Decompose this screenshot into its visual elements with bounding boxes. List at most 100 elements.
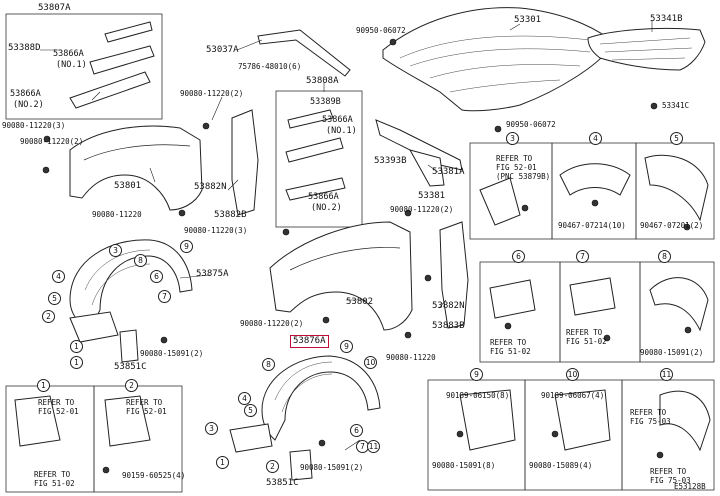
part-label-53875a[interactable]: 53875A — [196, 269, 229, 279]
callout-5-a[interactable]: 5 — [48, 292, 61, 305]
refer-note-51-02-a[interactable]: REFER TO FIG 51-02 — [490, 338, 531, 356]
callout-2-c[interactable]: 2 — [266, 460, 279, 473]
callout-5-b[interactable]: 5 — [244, 404, 257, 417]
part-label-53866a-r2[interactable]: 53866A — [308, 192, 339, 202]
part-label-90080-11220-2-mid[interactable]: 90080-11220(2) — [180, 89, 244, 98]
callout-7-detail[interactable]: 7 — [576, 250, 589, 263]
part-label-90080-15091-2-b[interactable]: 90080-15091(2) — [300, 463, 364, 472]
part-label-53341c[interactable]: 53341C — [662, 101, 690, 110]
part-label-53381a[interactable]: 53381A — [432, 167, 465, 177]
callout-3-a[interactable]: 3 — [109, 244, 122, 257]
part-label-90950-06072-a[interactable]: 90950-06072 — [356, 26, 406, 35]
part-label-53037a[interactable]: 53037A — [206, 45, 239, 55]
part-label-53341b[interactable]: 53341B — [650, 14, 683, 24]
part-label-53807a[interactable]: 53807A — [38, 3, 71, 13]
part-label-75786-48010[interactable]: 75786-48010(6) — [238, 62, 302, 71]
callout-10-detail[interactable]: 10 — [566, 368, 579, 381]
callout-6-b[interactable]: 6 — [350, 424, 363, 437]
part-label-53393b[interactable]: 53393B — [374, 156, 407, 166]
refer-note-75-03-b[interactable]: REFER TO FIG 75-03 — [650, 467, 691, 485]
part-label-53882n-a[interactable]: 53882N — [194, 182, 227, 192]
callout-3-detail[interactable]: 3 — [506, 132, 519, 145]
callout-1-b[interactable]: 1 — [70, 356, 83, 369]
rear-liner-shape — [261, 355, 381, 441]
part-label-53866a-r1[interactable]: 53866A — [322, 115, 353, 125]
part-label-53381[interactable]: 53381 — [418, 191, 446, 201]
part-label-90080-11220-3-mid[interactable]: 90080-11220(3) — [184, 226, 248, 235]
part-label-90189-06067[interactable]: 90189-06067(4) — [541, 391, 605, 400]
callout-9-detail[interactable]: 9 — [470, 368, 483, 381]
callout-6-detail[interactable]: 6 — [512, 250, 525, 263]
part-label-53801[interactable]: 53801 — [114, 181, 142, 191]
part-label-90189-06150[interactable]: 90189-06150(8) — [446, 391, 510, 400]
box-detail-2 — [93, 385, 183, 493]
part-label-no1-r: (NO.1) — [326, 126, 357, 136]
callout-4-detail[interactable]: 4 — [589, 132, 602, 145]
callout-2-detail[interactable]: 2 — [125, 379, 138, 392]
part-label-90080-11220-2-low[interactable]: 90080-11220(2) — [240, 319, 304, 328]
refer-note-51-02-b[interactable]: REFER TO FIG 51-02 — [566, 328, 607, 346]
callout-9-b[interactable]: 9 — [340, 340, 353, 353]
callout-10-b[interactable]: 10 — [364, 356, 377, 369]
part-label-53866a-top[interactable]: 53866A — [53, 49, 84, 59]
callout-11-b[interactable]: 11 — [367, 440, 380, 453]
box-detail-7 — [559, 261, 641, 363]
figure-code: E53128B — [674, 482, 706, 491]
callout-5-detail[interactable]: 5 — [670, 132, 683, 145]
callout-8-b[interactable]: 8 — [262, 358, 275, 371]
part-label-90159-60525[interactable]: 90159-60525(4) — [122, 471, 186, 480]
part-label-90080-11220-bl[interactable]: 90080-11220 — [92, 210, 142, 219]
callout-3-b[interactable]: 3 — [205, 422, 218, 435]
part-label-53882n-b[interactable]: 53882N — [432, 301, 465, 311]
box-53807a — [5, 13, 163, 120]
part-label-53882b[interactable]: 53882B — [214, 210, 247, 220]
hood-shape — [382, 7, 611, 112]
callout-1-c[interactable]: 1 — [216, 456, 229, 469]
part-label-90080-15091-2-a[interactable]: 90080-15091(2) — [140, 349, 204, 358]
part-label-90080-15091-8[interactable]: 90080-15091(8) — [432, 461, 496, 470]
part-label-90080-15091-2-c[interactable]: 90080-15091(2) — [640, 348, 704, 357]
part-label-53802[interactable]: 53802 — [346, 297, 374, 307]
part-label-53301[interactable]: 53301 — [514, 15, 542, 25]
callout-8-a[interactable]: 8 — [134, 254, 147, 267]
part-label-no2-r: (NO.2) — [311, 203, 342, 213]
part-label-53808a[interactable]: 53808A — [306, 76, 339, 86]
callout-4-b[interactable]: 4 — [238, 392, 251, 405]
right-fender-shape — [269, 221, 413, 331]
box-detail-8 — [639, 261, 715, 363]
box-53808a — [275, 90, 363, 228]
part-label-no2-top: (NO.2) — [13, 100, 44, 110]
part-label-53851c[interactable]: 53851C — [114, 362, 147, 372]
part-label-53388d[interactable]: 53388D — [8, 43, 41, 53]
refer-note-75-03-a[interactable]: REFER TO FIG 75-03 — [630, 408, 671, 426]
callout-8-detail[interactable]: 8 — [658, 250, 671, 263]
apron-shape — [231, 109, 259, 216]
callout-1-detail[interactable]: 1 — [37, 379, 50, 392]
part-label-90467-07214[interactable]: 90467-07214(10) — [558, 221, 626, 230]
part-label-90080-11220-2-left[interactable]: 90080-11220(2) — [20, 137, 84, 146]
refer-note-52-01-a[interactable]: REFER TO FIG 52-01 — [38, 398, 79, 416]
refer-note-51-02-c[interactable]: REFER TO FIG 51-02 — [34, 470, 75, 488]
part-label-90080-11220-3-left[interactable]: 90080-11220(3) — [2, 121, 66, 130]
part-label-53883b[interactable]: 53883B — [432, 321, 465, 331]
part-label-90950-06072-b[interactable]: 90950-06072 — [506, 120, 556, 129]
callout-7-a[interactable]: 7 — [158, 290, 171, 303]
callout-2-a[interactable]: 2 — [42, 310, 55, 323]
callout-1-a[interactable]: 1 — [70, 340, 83, 353]
callout-9-a[interactable]: 9 — [180, 240, 193, 253]
part-label-90467-07201[interactable]: 90467-07201(2) — [640, 221, 704, 230]
part-label-90080-15089-4[interactable]: 90080-15089(4) — [529, 461, 593, 470]
part-label-53876a-highlighted[interactable]: 53876A — [290, 335, 329, 348]
part-label-53851c-b[interactable]: 53851C — [266, 478, 299, 488]
left-fender-shape — [69, 125, 203, 211]
refer-note-52-01-pnc[interactable]: REFER TO FIG 52-01 (PNC 53879B) — [496, 154, 551, 181]
callout-4-a[interactable]: 4 — [52, 270, 65, 283]
part-label-90080-11220-low[interactable]: 90080-11220 — [386, 353, 436, 362]
part-label-90080-11220-2-r[interactable]: 90080-11220(2) — [390, 205, 454, 214]
part-label-53866a-mid[interactable]: 53866A — [10, 89, 41, 99]
part-label-53389b[interactable]: 53389B — [310, 97, 341, 107]
callout-11-detail[interactable]: 11 — [660, 368, 673, 381]
callout-6-a[interactable]: 6 — [150, 270, 163, 283]
refer-note-52-01-b[interactable]: REFER TO FIG 52-01 — [126, 398, 167, 416]
